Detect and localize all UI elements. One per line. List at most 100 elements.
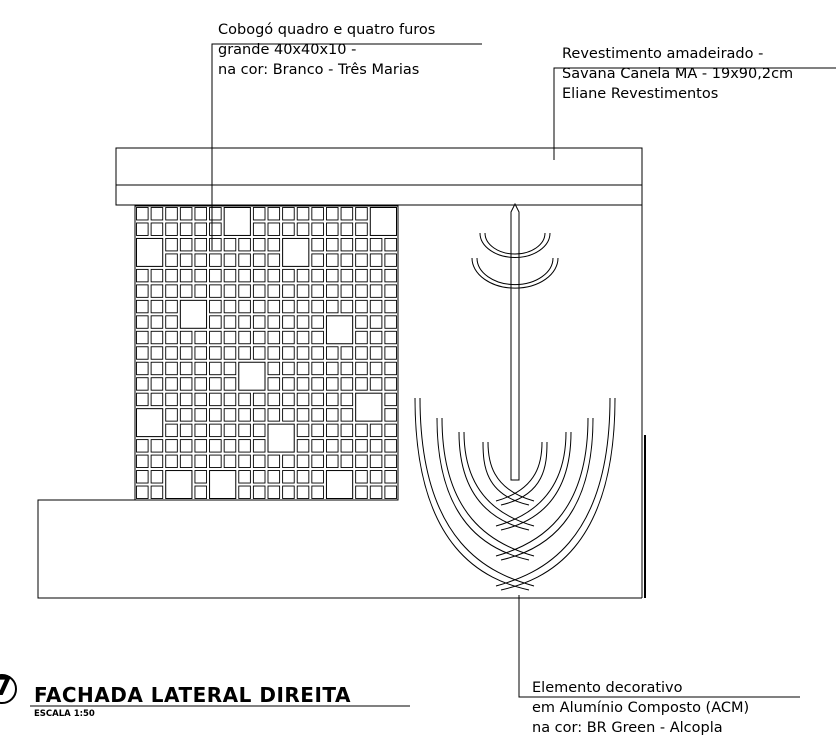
cobogo-cell xyxy=(369,299,383,314)
cobogo-cell xyxy=(355,284,368,298)
cobogo-cell xyxy=(165,315,178,329)
cobogo-large-cell xyxy=(136,408,164,438)
drawing-number: 7 xyxy=(0,672,13,702)
cobogo-cell xyxy=(209,423,222,438)
cobogo-cell xyxy=(340,439,354,453)
cobogo-cell xyxy=(267,315,281,329)
canopy-lower-strip xyxy=(115,184,643,206)
decor-top-arc xyxy=(479,232,551,258)
cobogo-cell xyxy=(311,454,324,469)
decor-branch-arc xyxy=(495,431,567,527)
cobogo-cell xyxy=(296,330,310,345)
cobogo-cell xyxy=(369,253,383,267)
elemento-label-line1: Elemento decorativo xyxy=(532,680,683,696)
cobogo-cell xyxy=(340,454,354,469)
cobogo-cell xyxy=(238,237,251,252)
cobogo-cell xyxy=(165,222,178,236)
cobogo-cell xyxy=(252,423,266,438)
cobogo-cell xyxy=(325,454,339,469)
cobogo-cell xyxy=(384,408,397,422)
cobogo-cell xyxy=(296,268,310,283)
cobogo-cell xyxy=(355,423,368,438)
cobogo-cell xyxy=(384,470,397,484)
leader-elemento xyxy=(518,595,800,698)
cobogo-cell xyxy=(282,377,295,391)
cobogo-cell xyxy=(267,392,281,407)
cobogo-cell xyxy=(267,346,281,360)
revestimento-label-line3: Eliane Revestimentos xyxy=(562,86,719,102)
cobogo-cell xyxy=(252,330,266,345)
cobogo-cell xyxy=(252,253,266,267)
cobogo-cell xyxy=(179,377,193,391)
cobogo-large-cell xyxy=(223,207,251,236)
cobogo-cell xyxy=(179,454,193,469)
revestimento-label: Revestimento amadeirado - Savana Canela … xyxy=(562,44,793,104)
cobogo-label-line1: Cobogó quadro e quatro furos xyxy=(218,22,436,38)
cobogo-cell xyxy=(179,268,193,283)
cobogo-cell xyxy=(282,330,295,345)
decor-branch-arc xyxy=(500,397,616,591)
cobogo-cell xyxy=(325,268,339,283)
cobogo-cell xyxy=(136,346,149,360)
cobogo-cell xyxy=(136,299,149,314)
cobogo-cell xyxy=(194,237,208,252)
cobogo-cell xyxy=(325,361,339,376)
cobogo-cell xyxy=(165,207,178,221)
cobogo-cell xyxy=(384,392,397,407)
cobogo-cell xyxy=(150,361,164,376)
cobogo-cell xyxy=(340,408,354,422)
revestimento-label-line2: Savana Canela MA - 19x90,2cm xyxy=(562,66,794,82)
decor-stem xyxy=(510,202,520,481)
cobogo-cell xyxy=(340,377,354,391)
cobogo-cell xyxy=(150,207,164,221)
cobogo-cell xyxy=(355,315,368,329)
cobogo-cell xyxy=(340,207,354,221)
cobogo-cell xyxy=(238,268,251,283)
cobogo-cell xyxy=(165,392,178,407)
cobogo-cell xyxy=(238,439,251,453)
cobogo-cell xyxy=(369,237,383,252)
cobogo-cell xyxy=(238,346,251,360)
cobogo-cell xyxy=(355,268,368,283)
cobogo-cell xyxy=(223,439,237,453)
cobogo-cell xyxy=(384,439,397,453)
cobogo-cell xyxy=(369,346,383,360)
decor-branch-arc xyxy=(495,441,543,502)
elemento-label-line3: na cor: BR Green - Alcopla xyxy=(532,720,723,736)
cobogo-cell xyxy=(267,222,281,236)
cobogo-cell xyxy=(296,284,310,298)
cobogo-label-line3: na cor: Branco - Três Marias xyxy=(218,62,420,78)
cobogo-cell xyxy=(179,237,193,252)
cobogo-label: Cobogó quadro e quatro furos grande 40x4… xyxy=(218,20,435,80)
cobogo-cell xyxy=(223,346,237,360)
drawing-scale: ESCALA 1:50 xyxy=(34,709,95,719)
cobogo-cell xyxy=(384,377,397,391)
cobogo-cell xyxy=(311,408,324,422)
cobogo-cell xyxy=(150,439,164,453)
cobogo-cell xyxy=(150,454,164,469)
decor-top-arc xyxy=(471,257,559,289)
cobogo-cell xyxy=(311,299,324,314)
cobogo-cell xyxy=(194,454,208,469)
cobogo-cell xyxy=(340,361,354,376)
cobogo-large-cell xyxy=(282,237,310,267)
cobogo-cell xyxy=(355,330,368,345)
cobogo-cell xyxy=(384,268,397,283)
cobogo-cell xyxy=(136,284,149,298)
cobogo-cell xyxy=(355,346,368,360)
cobogo-cell xyxy=(179,439,193,453)
decor-branch-arc xyxy=(495,397,611,587)
cobogo-cell xyxy=(150,284,164,298)
cobogo-cell xyxy=(267,237,281,252)
cobogo-cell xyxy=(179,207,193,221)
decor-branch-arc xyxy=(495,417,589,557)
cobogo-cell xyxy=(369,377,383,391)
cobogo-cell xyxy=(165,299,178,314)
cobogo-large-cell xyxy=(325,470,354,500)
cobogo-cell xyxy=(296,439,310,453)
cobogo-cell xyxy=(252,299,266,314)
cobogo-cell xyxy=(325,346,339,360)
cobogo-cell xyxy=(311,377,324,391)
decor-branch-arc xyxy=(482,441,530,506)
cobogo-cell xyxy=(311,485,324,499)
